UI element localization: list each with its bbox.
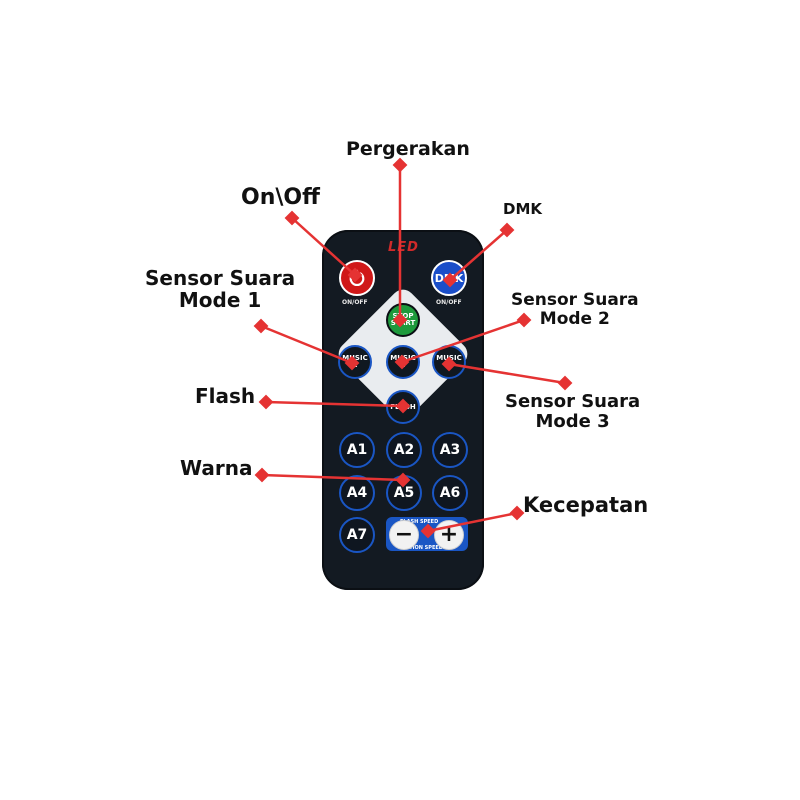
sensor1-line — [260, 324, 353, 365]
brand-logo: LED — [388, 240, 419, 255]
warna-tip — [395, 472, 411, 488]
flash-speed-label: FLASH SPEED — [400, 519, 439, 525]
callout-sensor1: Sensor Suara Mode 1 — [145, 266, 296, 312]
sensor3-line — [448, 362, 566, 385]
a2-button[interactable]: A2 — [386, 432, 422, 468]
a5-label: A5 — [393, 485, 415, 501]
power-sublabel: ON/OFF — [342, 299, 368, 306]
dmk-marker — [499, 222, 515, 238]
pergerakan-marker — [392, 157, 408, 173]
sensor2-line — [401, 318, 525, 364]
dmk-sublabel: ON/OFF — [436, 299, 462, 306]
a6-button[interactable]: A6 — [432, 475, 468, 511]
kecepatan-tip — [420, 523, 436, 539]
sensor1-tip — [344, 355, 360, 371]
sensor2-tip — [394, 354, 410, 370]
a2-label: A2 — [393, 442, 415, 458]
callout-pergerakan: Pergerakan — [346, 138, 470, 160]
a4-button[interactable]: A4 — [339, 475, 375, 511]
callout-flash: Flash — [195, 384, 256, 408]
callout-warna: Warna — [180, 456, 253, 480]
sensor3-marker — [557, 375, 573, 391]
callout-sensor2: Sensor Suara Mode 2 — [511, 290, 639, 329]
motion-speed-label: MOTION SPEED — [400, 545, 443, 551]
a3-button[interactable]: A3 — [432, 432, 468, 468]
plus-icon: + — [439, 522, 459, 547]
a3-label: A3 — [439, 442, 461, 458]
pergerakan-tip — [392, 312, 408, 328]
kecepatan-line — [427, 511, 518, 533]
callout-dmk: DMK — [503, 200, 543, 218]
onoff-line — [291, 217, 356, 276]
flash-line — [265, 400, 404, 408]
sensor1-marker — [253, 318, 269, 334]
a7-button[interactable]: A7 — [339, 517, 375, 553]
minus-icon: − — [394, 522, 414, 547]
a6-label: A6 — [439, 485, 461, 501]
warna-marker — [254, 467, 270, 483]
kecepatan-marker — [509, 505, 525, 521]
flash-tip — [395, 398, 411, 414]
warna-line — [261, 473, 404, 482]
sensor3-tip — [441, 356, 457, 372]
a1-label: A1 — [346, 442, 368, 458]
callout-sensor3: Sensor Suara Mode 3 — [505, 391, 641, 432]
a4-label: A4 — [346, 485, 368, 501]
sensor2-marker — [516, 312, 532, 328]
flash-marker — [258, 394, 274, 410]
dmk-line — [449, 229, 508, 281]
callout-onoff: On\Off — [241, 185, 320, 210]
onoff-tip — [347, 267, 363, 283]
callout-kecepatan: Kecepatan — [523, 493, 649, 517]
speed-minus-button[interactable]: − — [389, 520, 419, 550]
dmk-tip — [442, 272, 458, 288]
a7-label: A7 — [346, 527, 368, 543]
a1-button[interactable]: A1 — [339, 432, 375, 468]
onoff-marker — [284, 210, 300, 226]
